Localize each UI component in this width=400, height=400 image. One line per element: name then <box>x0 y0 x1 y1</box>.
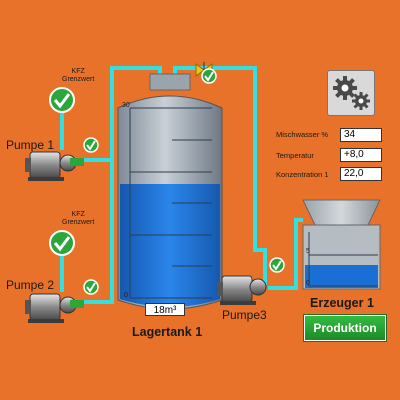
pump-3-label: Pumpe3 <box>222 308 267 322</box>
tank-volume-readout: 18m³ <box>145 303 185 316</box>
kfz-limit-label-2: KFZ Grenzwert <box>62 211 94 227</box>
checkmark-icon <box>83 279 99 295</box>
param-value-temperatur[interactable]: +8,0 <box>340 148 382 162</box>
param-value-mischwasser[interactable]: 34 <box>340 128 382 142</box>
checkmark-icon <box>83 137 99 153</box>
grenzwert-text: Grenzwert <box>62 219 95 226</box>
tank-scale-min: 0 <box>124 292 128 299</box>
param-label-konzentration: Konzentration 1 <box>276 170 329 179</box>
settings-button[interactable] <box>327 70 375 116</box>
kfz-limit-label-1: KFZ Grenzwert <box>62 68 94 84</box>
generator-name: Erzeuger 1 <box>310 296 374 310</box>
tank-scale-max: 30 <box>122 102 130 109</box>
checkmark-icon <box>49 87 75 113</box>
param-label-mischwasser: Mischwasser % <box>276 130 329 139</box>
checkmark-icon <box>49 230 75 256</box>
pump-3[interactable] <box>217 275 267 305</box>
tank-name: Lagertank 1 <box>132 325 203 339</box>
grenzwert-text: Grenzwert <box>62 76 95 83</box>
kfz-text: KFZ <box>71 68 85 75</box>
storage-tank <box>117 73 223 310</box>
generator-scale-mid: 5 <box>306 248 310 255</box>
param-value-konzentration[interactable]: 22,0 <box>340 167 382 181</box>
checkmark-icon <box>201 68 217 84</box>
tank-liquid <box>120 184 220 307</box>
param-label-temperatur: Temperatur <box>276 151 314 160</box>
generator-scale-min: 0 <box>306 280 310 287</box>
generator-unit <box>302 199 381 290</box>
pump-2[interactable] <box>25 293 84 323</box>
pump-2-label: Pumpe 2 <box>6 278 55 292</box>
production-button[interactable]: Produktion <box>304 315 386 341</box>
checkmark-icon <box>269 257 285 273</box>
pump-1[interactable] <box>25 151 84 181</box>
pipes <box>60 66 303 304</box>
pump-1-label: Pumpe 1 <box>6 138 55 152</box>
kfz-text: KFZ <box>71 211 85 218</box>
gears-icon <box>333 76 370 110</box>
